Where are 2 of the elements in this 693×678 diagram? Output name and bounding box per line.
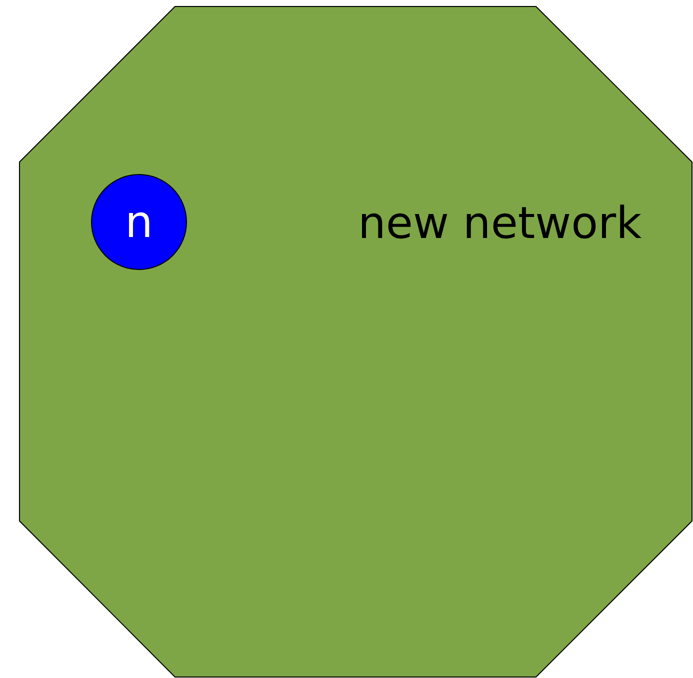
octagon-region <box>19 6 693 678</box>
network-label: new network <box>358 202 642 246</box>
